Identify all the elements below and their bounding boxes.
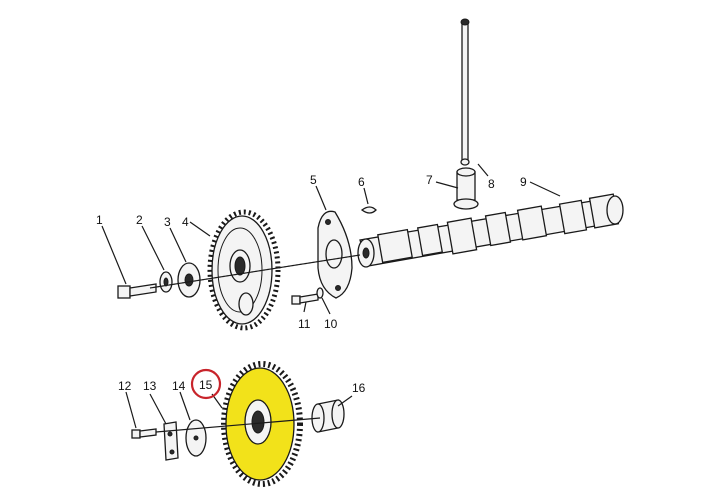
highlight-circle xyxy=(190,368,222,400)
push-rod xyxy=(460,18,470,166)
camshaft xyxy=(357,193,624,268)
lower-timing-gear-highlighted xyxy=(221,361,303,487)
woodruff-key xyxy=(360,206,377,214)
label-15: 15 xyxy=(199,378,213,392)
label-13: 13 xyxy=(143,379,157,393)
label-10: 10 xyxy=(324,317,338,331)
bracket-13 xyxy=(163,421,179,461)
label-5: 5 xyxy=(310,173,317,187)
label-2: 2 xyxy=(136,213,143,227)
washer-10 xyxy=(316,287,324,299)
label-9: 9 xyxy=(520,175,527,189)
label-8: 8 xyxy=(488,177,495,191)
label-6: 6 xyxy=(358,175,365,189)
lock-washer-2 xyxy=(159,271,173,293)
plate-14 xyxy=(185,419,207,457)
leader-lines xyxy=(101,163,561,429)
label-3: 3 xyxy=(164,215,171,229)
assembly-axis-lower xyxy=(155,417,321,433)
screw-11 xyxy=(291,293,319,305)
label-11: 11 xyxy=(298,317,311,331)
tappet xyxy=(453,167,479,210)
label-1: 1 xyxy=(96,213,103,227)
label-12: 12 xyxy=(118,379,132,393)
label-4: 4 xyxy=(182,215,189,229)
label-16: 16 xyxy=(352,381,366,395)
label-7: 7 xyxy=(426,173,433,187)
thrust-plate xyxy=(317,210,353,299)
sleeve-16 xyxy=(311,399,345,433)
washer-3 xyxy=(177,262,201,298)
screw-12 xyxy=(131,428,157,439)
upper-timing-gear xyxy=(207,209,281,331)
label-14: 14 xyxy=(172,379,186,393)
bolt-1 xyxy=(117,283,157,299)
assembly-axis-upper xyxy=(149,254,361,289)
